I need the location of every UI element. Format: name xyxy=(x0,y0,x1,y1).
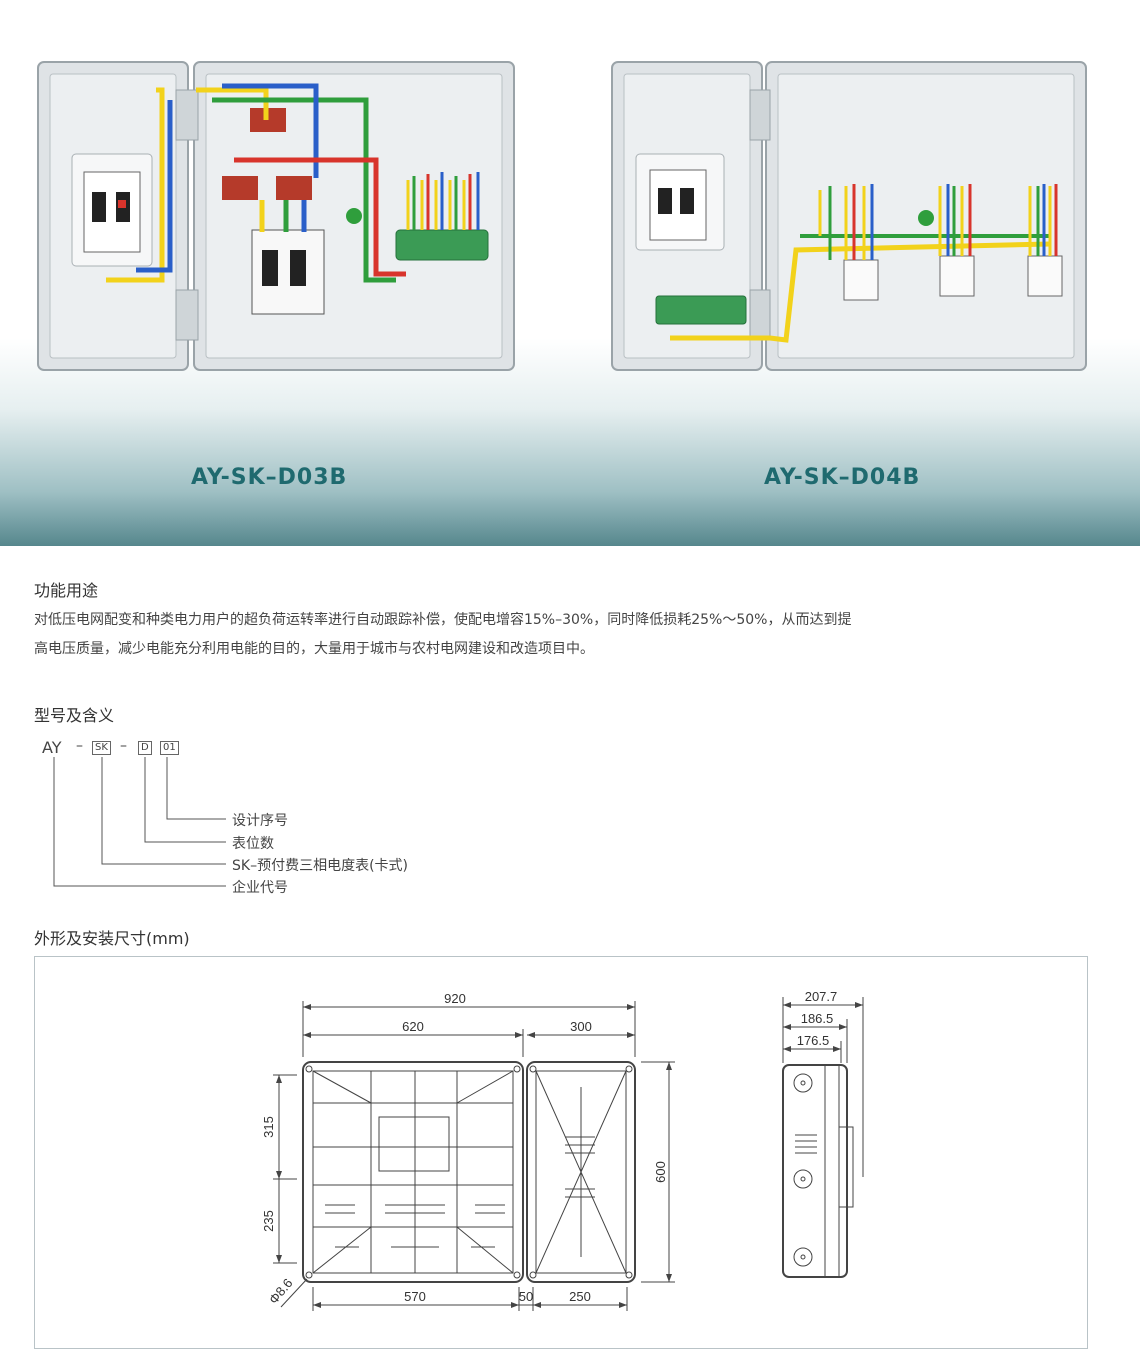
product-photo-d04b xyxy=(610,60,1090,380)
model-code-box-01: 01 xyxy=(160,741,179,755)
dim-left-width: 620 xyxy=(402,1019,424,1034)
model-code-dash-1: – xyxy=(76,738,83,754)
model-label-d04b: AY-SK–D04B xyxy=(764,465,921,490)
meaning-meter-count: 表位数 xyxy=(232,836,274,852)
model-code-box-d: D xyxy=(138,741,152,755)
dimension-drawing-frame: 920 620 300 600 315 235 Φ8.6 570 50 250 … xyxy=(34,956,1088,1349)
side-depth-2: 186.5 xyxy=(801,1011,834,1026)
dim-height: 600 xyxy=(653,1161,668,1183)
dim-bottom-right: 250 xyxy=(569,1289,591,1304)
model-code-leader-lines xyxy=(53,757,226,887)
dim-total-width: 920 xyxy=(444,991,466,1006)
distribution-box-d03b-illustration xyxy=(37,61,515,371)
model-code-box-sk: SK xyxy=(92,741,111,755)
dim-right-width: 300 xyxy=(570,1019,592,1034)
meaning-company-code: 企业代号 xyxy=(232,880,288,896)
product-hero: AY-SK–D03B AY-SK– xyxy=(0,0,1140,546)
model-label-d03b: AY-SK–D03B xyxy=(191,465,348,490)
dimensions-title: 外形及安装尺寸(mm) xyxy=(34,929,190,948)
dim-bottom-left: 570 xyxy=(404,1289,426,1304)
dimension-drawing: 920 620 300 600 315 235 Φ8.6 570 50 250 … xyxy=(261,989,864,1311)
model-code-prefix: AY xyxy=(42,738,62,757)
dim-upper-height: 315 xyxy=(261,1116,276,1138)
function-line-1: 对低压电网配变和种类电力用户的超负荷运转率进行自动跟踪补偿，使配电增容15%–3… xyxy=(34,612,852,628)
distribution-box-d04b-illustration xyxy=(611,61,1087,371)
function-line-2: 高电压质量，减少电能充分利用电能的目的，大量用于城市与农村电网建设和改造项目中。 xyxy=(34,641,594,657)
function-title: 功能用途 xyxy=(34,581,99,600)
dim-bottom-gap: 50 xyxy=(519,1289,533,1304)
side-depth-3: 176.5 xyxy=(797,1033,830,1048)
dim-hole-diameter: Φ8.6 xyxy=(266,1275,296,1306)
model-code-title: 型号及含义 xyxy=(34,706,115,725)
product-photo-d03b xyxy=(36,60,526,380)
function-description: 对低压电网配变和种类电力用户的超负荷运转率进行自动跟踪补偿，使配电增容15%–3… xyxy=(34,606,1114,664)
meaning-meter-type: SK–预付费三相电度表(卡式) xyxy=(232,858,408,874)
side-depth-1: 207.7 xyxy=(805,989,838,1004)
model-code-dash-2: – xyxy=(120,738,127,754)
dim-lower-height: 235 xyxy=(261,1210,276,1232)
meaning-design-serial: 设计序号 xyxy=(232,813,288,829)
